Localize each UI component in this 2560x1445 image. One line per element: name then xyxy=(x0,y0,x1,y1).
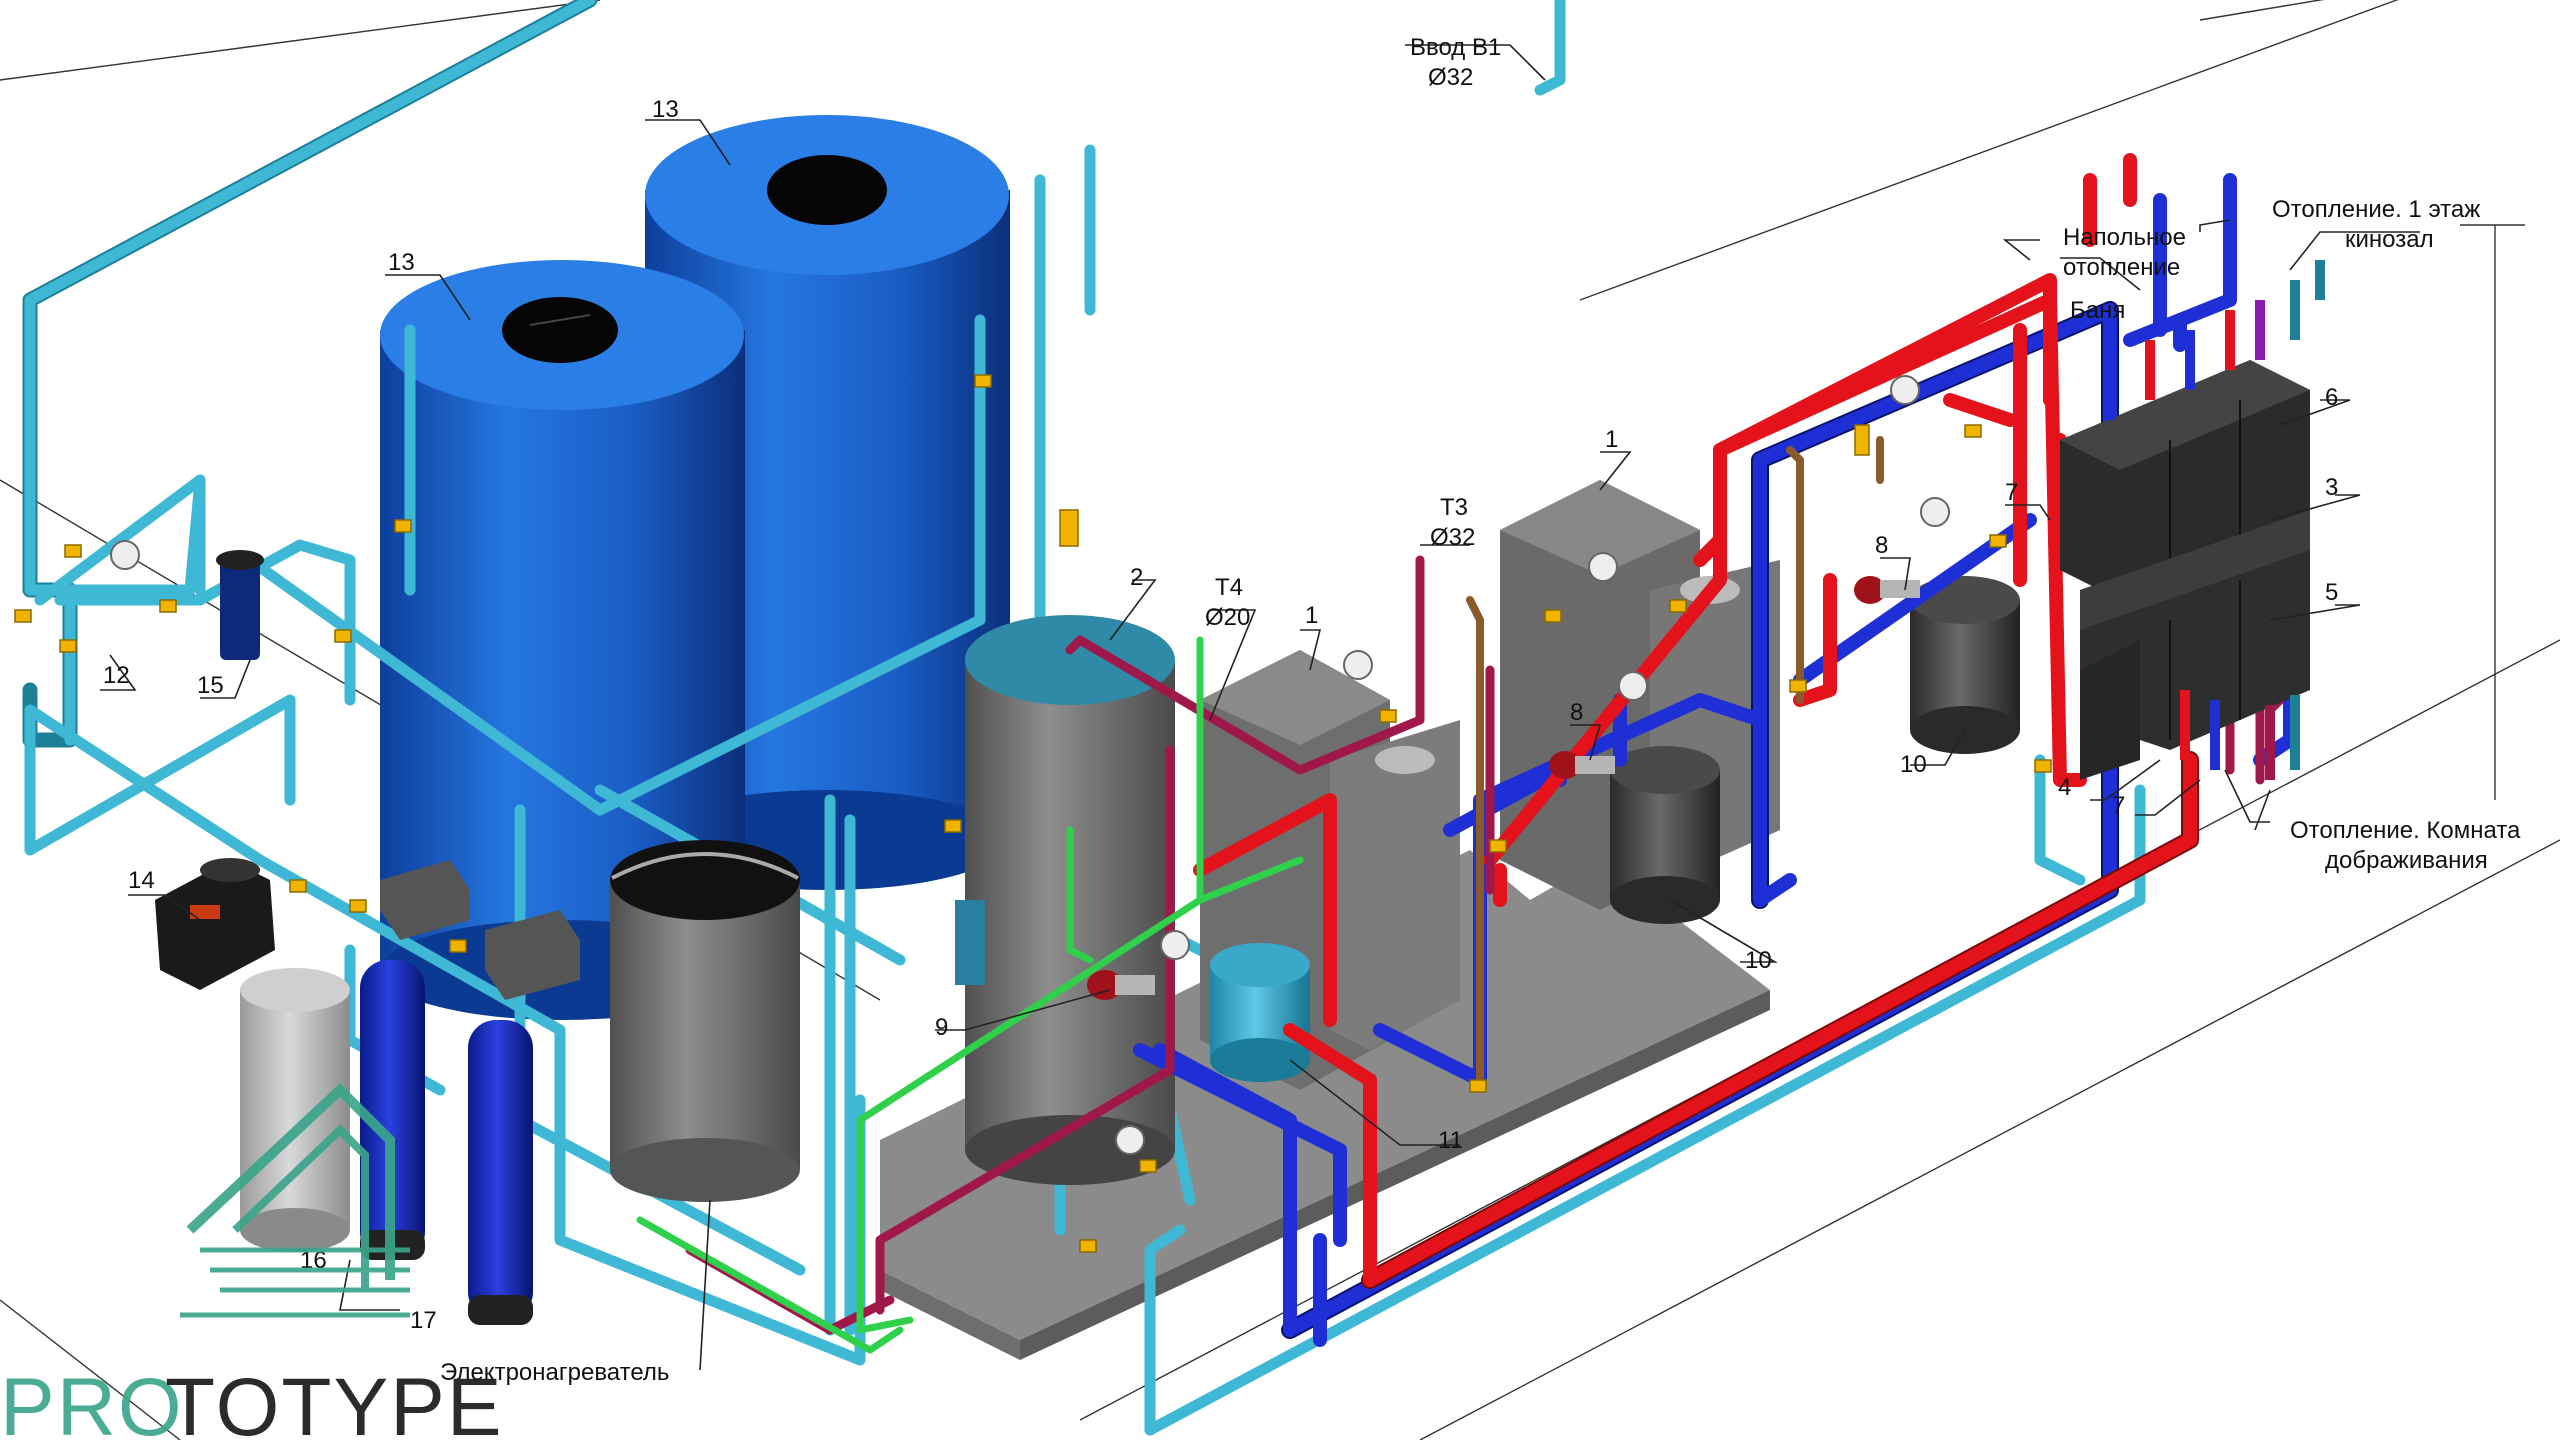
manifold-cabinet-lower xyxy=(2080,510,2310,780)
callout-15: 15 xyxy=(197,672,224,699)
callout-1-right: 1 xyxy=(1605,426,1618,453)
callout-4: 4 xyxy=(2058,774,2071,801)
callout-14: 14 xyxy=(128,867,155,894)
label-t3-title: Т3 xyxy=(1440,494,1468,521)
pump-9 xyxy=(1087,970,1155,1000)
label-t4-diameter: Ø20 xyxy=(1205,604,1250,631)
label-t4-title: Т4 xyxy=(1215,574,1243,601)
filter-17-b xyxy=(468,1020,533,1325)
callout-12: 12 xyxy=(103,662,130,689)
label-heating-room-2: дображивания xyxy=(2325,847,2488,874)
callout-9: 9 xyxy=(935,1014,948,1041)
callout-11: 11 xyxy=(1438,1127,1463,1154)
label-inlet-diameter: Ø32 xyxy=(1428,64,1473,91)
callout-10-center: 10 xyxy=(1745,947,1772,974)
label-heating-floor1-2: кинозал xyxy=(2345,226,2434,253)
callout-10-right: 10 xyxy=(1900,751,1927,778)
filter-control-heads xyxy=(380,860,580,1000)
logo-text-rest: TOTYPE xyxy=(165,1362,504,1440)
label-floor-heating-2: отопление xyxy=(2063,254,2180,281)
prototype-logo: PRO TOTYPE xyxy=(0,1083,504,1445)
callout-5: 5 xyxy=(2325,579,2338,606)
callout-13-front: 13 xyxy=(388,249,415,276)
label-inlet-title: Ввод В1 xyxy=(1410,34,1501,61)
expansion-tank-blue xyxy=(1210,943,1310,1082)
callout-3: 3 xyxy=(2325,474,2338,501)
expansion-tank-10-right xyxy=(1910,576,2020,754)
callout-2: 2 xyxy=(1130,564,1143,591)
label-floor-heating-1: Напольное xyxy=(2063,224,2186,251)
auxiliary-pipes xyxy=(1466,436,1884,1084)
booster-pump-14 xyxy=(155,858,275,990)
diagram-labels: Ввод В1 Ø32 Т3 Ø32 Т4 Ø20 Напольное отоп… xyxy=(440,34,2521,1386)
recirculation-pipes xyxy=(636,636,1304,1354)
label-heating-room-1: Отопление. Комната xyxy=(2290,817,2521,844)
heating-supply-pipes xyxy=(1193,153,2199,1289)
expansion-tank-10-center xyxy=(1610,746,1720,924)
callout-numbers: 1 1 2 3 4 5 6 7 7 8 8 9 10 10 11 12 13 1… xyxy=(103,96,2338,1334)
callout-17: 17 xyxy=(410,1307,437,1334)
leader-lines xyxy=(100,44,2420,1371)
ball-valves xyxy=(14,374,2052,1253)
label-t3-diameter: Ø32 xyxy=(1430,524,1475,551)
callout-6: 6 xyxy=(2325,384,2338,411)
filter-15 xyxy=(216,550,264,660)
brine-tank-16 xyxy=(240,968,350,1252)
callout-8-right: 8 xyxy=(1875,532,1888,559)
pump-8-right xyxy=(1854,576,1920,604)
pressure-gauges xyxy=(110,375,1950,1155)
pump-8-left xyxy=(1549,751,1615,779)
callout-7-upper: 7 xyxy=(2005,479,2018,506)
electric-water-heater xyxy=(610,840,800,1202)
label-heating-floor1-1: Отопление. 1 этаж xyxy=(2272,196,2480,223)
label-banya: Баня xyxy=(2070,297,2125,324)
callout-1-left: 1 xyxy=(1305,602,1318,629)
indirect-water-heater xyxy=(955,615,1175,1185)
callout-7-lower: 7 xyxy=(2112,792,2125,819)
callout-8-left: 8 xyxy=(1570,699,1583,726)
equipment-plinth xyxy=(880,850,1770,1360)
logo-text-pro: PRO xyxy=(0,1362,184,1440)
manifold-riser-pipes xyxy=(2105,260,2325,780)
callout-13-rear: 13 xyxy=(652,96,679,123)
label-electric-heater: Электронагреватель xyxy=(440,1359,669,1386)
